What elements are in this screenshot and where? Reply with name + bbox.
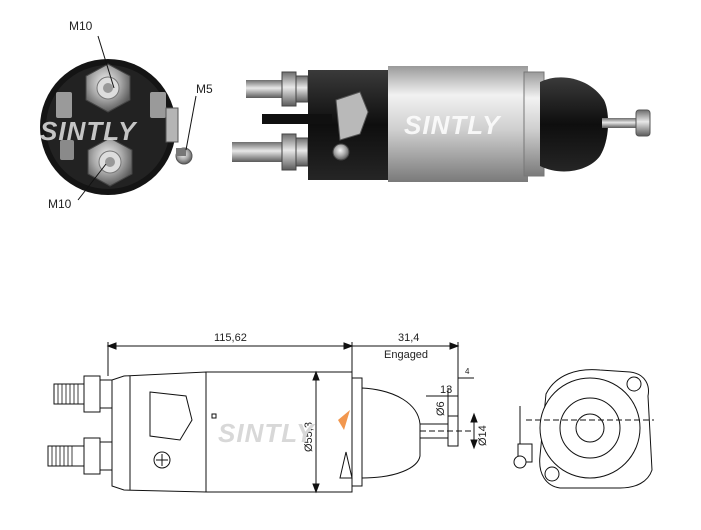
watermark-end-view: SINTLY — [40, 116, 138, 146]
dim-length: 115,62 — [214, 332, 247, 344]
technical-drawing-end — [513, 369, 654, 489]
side-view-photo: SINTLY — [232, 66, 651, 182]
m5-terminal — [165, 107, 193, 165]
dim-rod-diameter: Ø6 — [435, 401, 447, 416]
plunger-head — [635, 109, 651, 137]
dim-4: 4 — [465, 367, 470, 376]
dim-stroke-note: Engaged — [384, 349, 428, 361]
watermark-side-view: SINTLY — [404, 110, 502, 140]
bolt-lower — [232, 142, 292, 162]
dim-head-diameter: Ø14 — [477, 425, 489, 446]
m10-terminal-lower — [87, 137, 133, 187]
rear-boot — [540, 77, 609, 172]
label-m10-top: M10 — [69, 19, 93, 33]
drawing-can — [205, 371, 353, 493]
plunger-rod — [602, 118, 638, 128]
bolt-upper — [246, 80, 292, 98]
label-m5: M5 — [196, 82, 213, 96]
dim-13: 13 — [440, 384, 452, 396]
dim-body-diameter: Ø55,3 — [303, 422, 315, 452]
steel-can — [388, 66, 528, 182]
dim-stroke: 31,4 — [398, 332, 419, 344]
technical-drawing-side — [47, 342, 478, 494]
watermark-accent — [338, 410, 350, 430]
label-m10-bottom: M10 — [48, 197, 72, 211]
m10-terminal-upper — [85, 63, 131, 113]
drawing-cap — [111, 371, 207, 493]
watermark-drawing: SINTLY — [218, 418, 316, 448]
drawing-boot — [361, 387, 421, 479]
end-view-photo: M10 M10 M5 SINTLY — [40, 19, 213, 211]
